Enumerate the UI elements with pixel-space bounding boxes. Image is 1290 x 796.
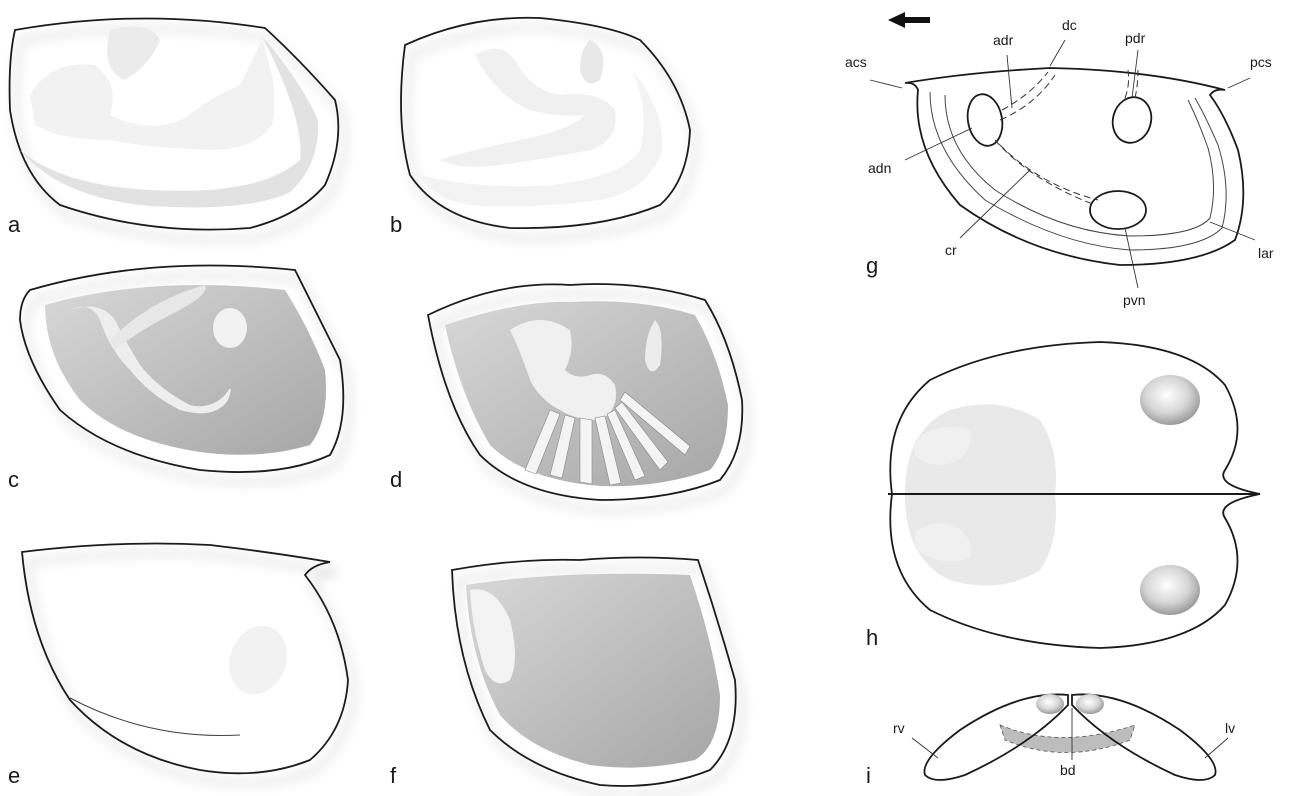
label-adn: adn — [868, 160, 891, 176]
panel-c-valve — [20, 266, 343, 473]
label-cr: cr — [945, 242, 957, 258]
label-bd: bd — [1060, 762, 1076, 778]
label-rv: rv — [893, 720, 905, 736]
panel-a-valve — [10, 18, 339, 229]
label-pdr: pdr — [1125, 30, 1146, 46]
panel-d-valve — [428, 284, 742, 500]
label-adr: adr — [993, 32, 1014, 48]
panel-label-i: i — [866, 763, 871, 788]
panel-label-e: e — [8, 763, 20, 788]
panel-label-a: a — [8, 212, 21, 237]
panel-i-valves-open: rv bd lv — [893, 694, 1235, 780]
label-lv: lv — [1225, 720, 1235, 736]
panel-label-d: d — [390, 467, 402, 492]
label-acs: acs — [845, 54, 867, 70]
label-pvn: pvn — [1123, 292, 1146, 308]
panel-label-b: b — [390, 212, 402, 237]
panel-g-diagram: acs adr dc pdr pcs adn cr pvn lar — [845, 12, 1274, 308]
panel-b-valve — [401, 18, 690, 228]
panel-label-g: g — [866, 253, 878, 278]
label-lar: lar — [1258, 245, 1274, 261]
arrow-left-icon — [888, 12, 930, 28]
label-dc: dc — [1062, 17, 1077, 33]
label-pcs: pcs — [1250, 54, 1272, 70]
panel-e-valve — [22, 544, 348, 774]
panel-h-dorsal-view — [888, 342, 1260, 648]
panel-f-valve — [452, 558, 736, 787]
panel-label-f: f — [390, 763, 397, 788]
panel-label-h: h — [866, 625, 878, 650]
panel-label-c: c — [8, 467, 19, 492]
